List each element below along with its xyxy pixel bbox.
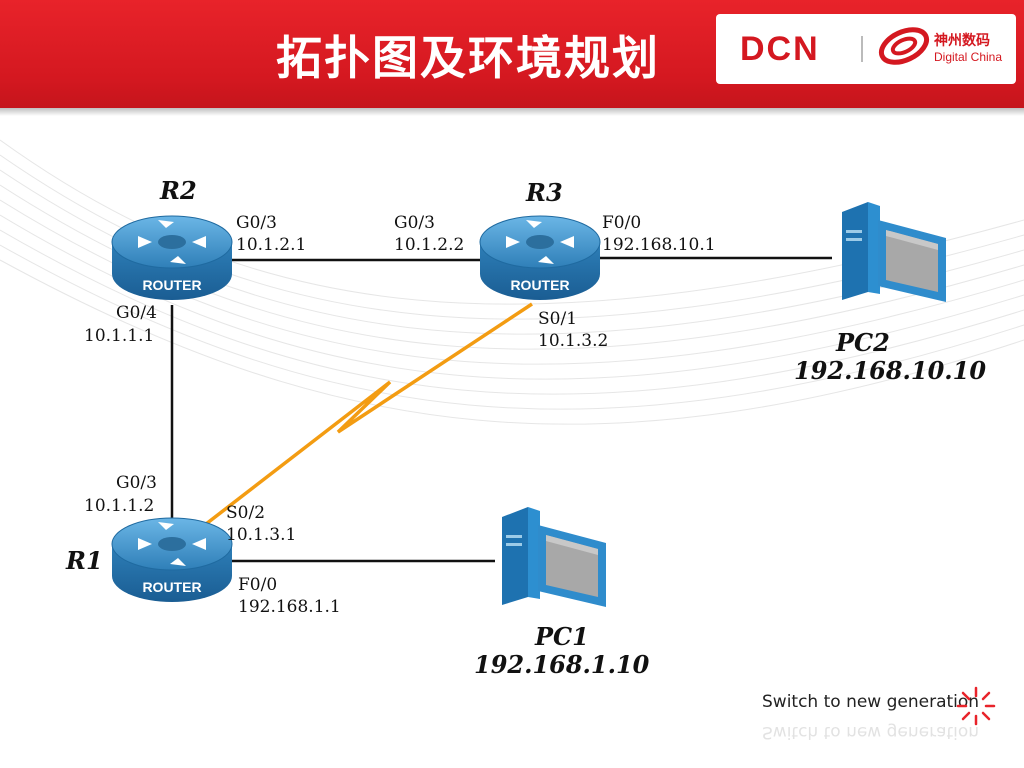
router-icon-r1: ROUTER [111,517,233,602]
header-divider [0,108,1024,116]
port-label-r3-f00: F0/0 [602,213,642,233]
link-r1-r3-serial [204,302,533,526]
pc-ip-pc1: 192.168.1.10 [474,650,650,679]
slogan-reflection: Switch to new generation [762,722,980,742]
ip-label-r3-f00: 192.168.10.1 [602,235,716,255]
company-name-cn: 神州数码 [934,33,990,49]
ip-label-r1-s02: 10.1.3.1 [226,525,297,545]
ip-label-r2-g03: 10.1.2.1 [236,235,307,255]
ip-label-r3-s01: 10.1.3.2 [538,331,609,351]
port-label-r1-g03: G0/3 [116,473,157,493]
dcn-logo: DCN [740,30,820,68]
pc-icon-pc1 [502,507,606,607]
company-name-en: Digital China [934,50,1003,64]
port-label-r1-f00: F0/0 [238,575,278,595]
router-label-r2: ROUTER [142,277,201,293]
digital-china-logo-icon [878,27,930,65]
pc-name-pc1: PC1 [535,622,589,651]
ip-label-r2-g04: 10.1.1.1 [84,326,155,346]
logo-separator [861,36,863,62]
router-name-r3: R3 [526,178,563,207]
router-name-r1: R1 [66,546,103,575]
ip-label-r3-g03: 10.1.2.2 [394,235,465,255]
router-label-r1: ROUTER [142,579,201,595]
router-name-r2: R2 [160,176,197,205]
slogan: Switch to new generation [762,692,980,712]
logo-panel [716,14,1016,84]
port-label-r3-g03: G0/3 [394,213,435,233]
pc-icon-pc2 [842,202,946,302]
router-label-r3: ROUTER [510,277,569,293]
pc-name-pc2: PC2 [836,328,890,357]
ip-label-r1-g03: 10.1.1.2 [84,496,155,516]
router-icon-r2: ROUTER [111,215,233,300]
ip-label-r1-f00: 192.168.1.1 [238,597,341,617]
pc-ip-pc2: 192.168.10.10 [794,356,987,385]
sunburst-icon [956,686,996,726]
port-label-r2-g03: G0/3 [236,213,277,233]
router-icon-r3: ROUTER [479,215,601,300]
port-label-r3-s01: S0/1 [538,309,578,329]
slide-title: 拓扑图及环境规划 [276,31,660,85]
port-label-r1-s02: S0/2 [226,503,266,523]
port-label-r2-g04: G0/4 [116,303,157,323]
